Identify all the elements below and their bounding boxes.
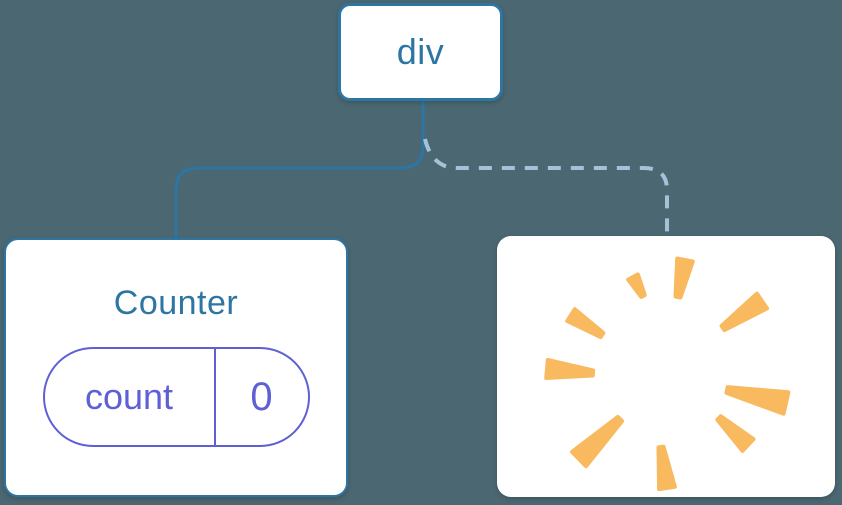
poof-ray — [673, 256, 695, 300]
state-pill: count 0 — [42, 347, 310, 447]
poof-ray — [565, 307, 606, 340]
div-node-label: div — [396, 31, 445, 72]
poof-icon — [544, 256, 791, 492]
tree-node-div: div — [338, 3, 503, 101]
poof-ray — [719, 291, 770, 333]
poof-ray — [715, 414, 756, 453]
poof-ray — [544, 358, 596, 380]
dashed-connector — [423, 138, 669, 236]
poof-ray — [570, 414, 625, 469]
tree-node-removed — [497, 236, 835, 497]
poof-ray — [656, 444, 677, 492]
poof-ray — [724, 385, 791, 416]
state-key-label: count — [45, 349, 216, 445]
state-value: 0 — [250, 374, 273, 419]
tree-node-counter: Counter count 0 — [4, 238, 348, 497]
solid-connector — [174, 101, 425, 238]
poof-ray — [626, 272, 647, 299]
counter-title: Counter — [113, 284, 239, 322]
